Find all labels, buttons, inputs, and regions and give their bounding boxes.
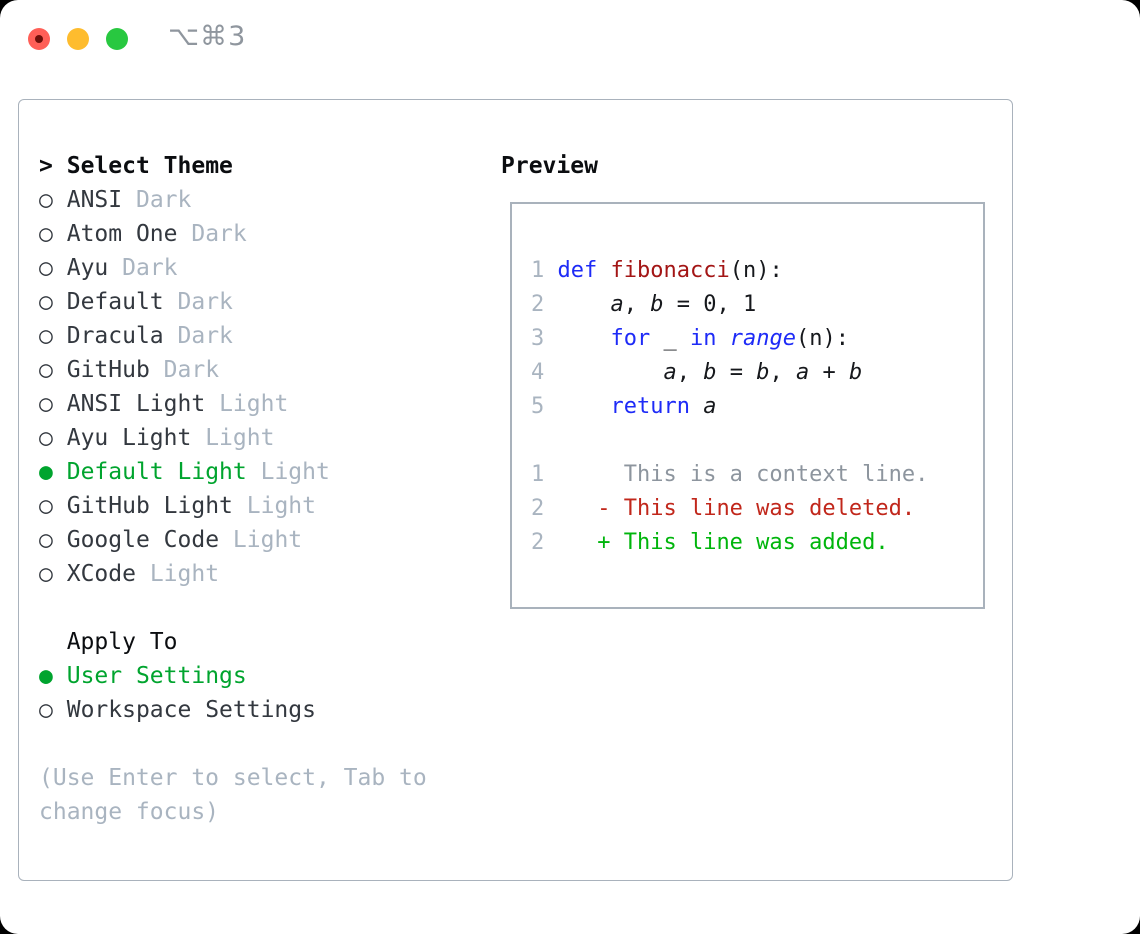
select-theme-header: > Select Theme [39, 149, 445, 183]
theme-option-default-light[interactable]: ● Default Light Light [39, 459, 330, 485]
theme-picker-panel: > Select Theme ○ ANSI Dark ○ Atom One Dar… [18, 99, 1013, 881]
theme-option-ansi-light[interactable]: ○ ANSI Light Light [39, 391, 289, 417]
hint-text: (Use Enter to select, Tab to change focu… [39, 765, 427, 825]
theme-option-atom-one[interactable]: ○ Atom One Dark [39, 221, 247, 247]
apply-to-list: ● User Settings ○ Workspace Settings [39, 659, 445, 727]
focus-caret: > [39, 153, 53, 179]
titlebar: ⌥⌘3 [28, 21, 245, 52]
theme-option-ayu-light[interactable]: ○ Ayu Light Light [39, 425, 275, 451]
code-line [531, 424, 928, 458]
code-line: 2 + This line was added. [531, 530, 889, 555]
theme-option-xcode[interactable]: ○ XCode Light [39, 561, 220, 587]
zoom-button[interactable] [106, 28, 128, 50]
theme-option-default[interactable]: ○ Default Dark [39, 289, 233, 315]
theme-option-dracula[interactable]: ○ Dracula Dark [39, 323, 233, 349]
code-line: 1 This is a context line. [531, 462, 929, 487]
preview-box: 1 def fibonacci(n): 2 a, b = 0, 1 3 for _ … [510, 202, 985, 609]
theme-option-ansi[interactable]: ○ ANSI Dark [39, 187, 192, 213]
theme-option-github[interactable]: ○ GitHub Dark [39, 357, 220, 383]
apply-option-workspace-settings[interactable]: ○ Workspace Settings [39, 697, 316, 723]
theme-option-github-light[interactable]: ○ GitHub Light Light [39, 493, 316, 519]
apply-to-header: Apply To [66, 629, 178, 655]
theme-option-google-code[interactable]: ○ Google Code Light [39, 527, 303, 553]
code-line: 1 def fibonacci(n): [531, 258, 783, 283]
theme-list: ○ ANSI Dark ○ Atom One Dark ○ Ayu Dark ○ De… [39, 183, 445, 591]
select-theme-title: Select Theme [66, 153, 233, 179]
close-button[interactable] [28, 28, 50, 50]
code-line: 5 return a [531, 394, 717, 419]
code-preview: 1 def fibonacci(n): 2 a, b = 0, 1 3 for _ … [531, 254, 928, 560]
apply-option-user-settings[interactable]: ● User Settings [39, 663, 247, 689]
code-line: 4 a, b = b, a + b [531, 360, 863, 385]
code-line: 2 - This line was deleted. [531, 496, 916, 521]
window-title: ⌥⌘3 [168, 21, 247, 52]
preview-header: Preview [501, 153, 598, 179]
theme-selector-column: > Select Theme ○ ANSI Dark ○ Atom One Dar… [39, 149, 445, 829]
theme-option-ayu[interactable]: ○ Ayu Dark [39, 255, 178, 281]
code-line: 3 for _ in range(n): [531, 326, 849, 351]
minimize-button[interactable] [67, 28, 89, 50]
code-line: 2 a, b = 0, 1 [531, 292, 757, 317]
